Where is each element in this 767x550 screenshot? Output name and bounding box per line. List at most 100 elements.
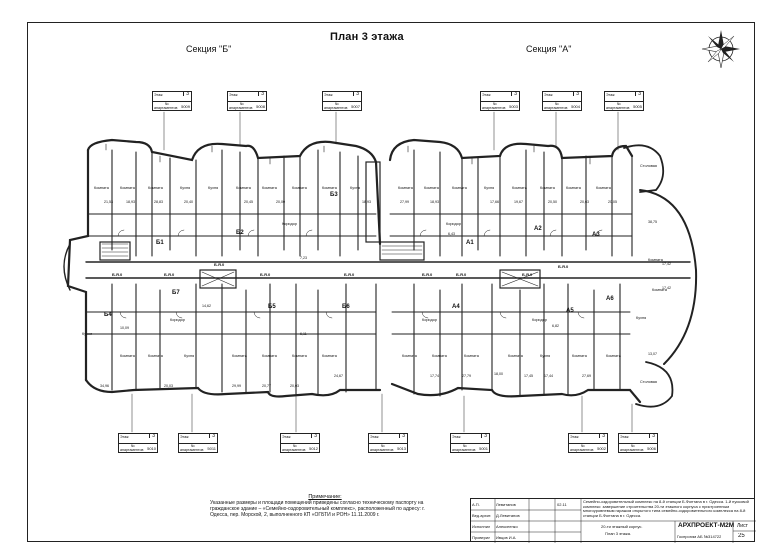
table-floor-label: Этаж bbox=[324, 93, 333, 97]
unit-label: Б6 bbox=[342, 304, 350, 310]
unit-label: А6 bbox=[606, 296, 614, 302]
shaft-label: Б.Я.0 bbox=[522, 272, 533, 277]
room-label: Комната bbox=[596, 186, 611, 190]
table-apt-number: 5011 bbox=[207, 446, 216, 451]
table-apt-label: апартаментов bbox=[452, 448, 476, 452]
table-floor-value: 3 bbox=[258, 92, 264, 97]
room-area: 20,50 bbox=[548, 200, 557, 204]
table-apt-label: апартаментов bbox=[544, 106, 568, 110]
sheet-number: 25 bbox=[738, 533, 745, 539]
room-area: 20,40 bbox=[184, 200, 193, 204]
room-label: Комната bbox=[292, 186, 307, 190]
table-floor-value: 3 bbox=[599, 434, 605, 439]
room-area: 20,63 bbox=[580, 200, 589, 204]
room-area: 29,99 bbox=[232, 384, 241, 388]
table-apt-label: апартаментов bbox=[120, 448, 144, 452]
drawing-frame bbox=[27, 22, 755, 542]
room-area: 27,79 bbox=[462, 374, 471, 378]
room-label: Столовая bbox=[640, 380, 657, 384]
unit-label: А1 bbox=[466, 240, 474, 246]
room-label: Кухня bbox=[484, 186, 495, 190]
room-area: 18,93 bbox=[126, 200, 135, 204]
table-no-label: № bbox=[631, 444, 635, 448]
unit-label: Б5 bbox=[268, 304, 276, 310]
table-no-label: № bbox=[381, 444, 385, 448]
shaft-label: Б.Я.0 bbox=[422, 272, 433, 277]
room-area: 17,66 bbox=[490, 200, 499, 204]
table-floor-label: Этаж bbox=[544, 93, 553, 97]
table-apt-label: апартаментов bbox=[282, 448, 306, 452]
room-label: Комната bbox=[148, 186, 163, 190]
table-no-label: № bbox=[131, 444, 135, 448]
section-a-label: Секция "А" bbox=[526, 44, 572, 54]
title-block-name: Алексеенко bbox=[496, 524, 518, 529]
room-area: 10,09 bbox=[120, 326, 129, 330]
license-number: Госпрогим АБ №314722 bbox=[677, 534, 722, 539]
note-text: Указанные размеры и площади помещений пр… bbox=[210, 500, 425, 518]
table-floor-value: 3 bbox=[209, 434, 215, 439]
unit-label: А5 bbox=[566, 308, 574, 314]
shaft-label: Б.Я.0 bbox=[164, 272, 175, 277]
room-label: Комната bbox=[292, 354, 307, 358]
room-label: Комната bbox=[512, 186, 527, 190]
room-label: Коридор bbox=[422, 318, 437, 322]
room-area: 6,11 bbox=[300, 332, 307, 336]
unit-label: Б1 bbox=[156, 240, 164, 246]
table-apt-label: апартаментов bbox=[229, 106, 253, 110]
room-label: Комната bbox=[262, 186, 277, 190]
table-floor-value: 3 bbox=[573, 92, 579, 97]
table-apt-number: 5003 bbox=[509, 104, 518, 109]
table-no-label: № bbox=[335, 102, 339, 106]
room-label: Комната bbox=[322, 186, 337, 190]
room-label: Комната bbox=[232, 354, 247, 358]
table-apt-number: 5009 bbox=[181, 104, 190, 109]
room-label: Комната bbox=[606, 354, 621, 358]
table-floor-label: Этаж bbox=[229, 93, 238, 97]
title-block-name: Ивцов И.А. bbox=[496, 535, 517, 540]
room-area: 21,53 bbox=[104, 200, 113, 204]
table-apt-number: 5002 bbox=[597, 446, 606, 451]
table-no-label: № bbox=[240, 102, 244, 106]
room-label: Столовая bbox=[640, 164, 657, 168]
shaft-label: Б.Я.0 bbox=[214, 262, 225, 267]
table-no-label: № bbox=[463, 444, 467, 448]
shaft-label: Б.Я.0 bbox=[456, 272, 467, 277]
room-label: Комната bbox=[120, 354, 135, 358]
room-label: Комната bbox=[432, 354, 447, 358]
table-apt-number: 5005 bbox=[633, 104, 642, 109]
sheet-label: Лист bbox=[737, 523, 748, 529]
room-area: 17,74 bbox=[430, 374, 439, 378]
table-floor-label: Этаж bbox=[606, 93, 615, 97]
room-area: 27,99 bbox=[400, 200, 409, 204]
section-b-label: Секция "Б" bbox=[186, 44, 232, 54]
table-floor-value: 3 bbox=[353, 92, 359, 97]
table-apt-number: 5012 bbox=[309, 446, 318, 451]
room-label: Кухня bbox=[180, 186, 191, 190]
table-no-label: № bbox=[493, 102, 497, 106]
unit-label: Б2 bbox=[236, 230, 244, 236]
table-apt-label: апартаментов bbox=[570, 448, 594, 452]
room-label: Коридор bbox=[170, 318, 185, 322]
room-area: 14,62 bbox=[202, 304, 211, 308]
table-no-label: № bbox=[555, 102, 559, 106]
table-apt-label: апартаментов bbox=[370, 448, 394, 452]
table-apt-number: 5007 bbox=[351, 104, 360, 109]
table-apt-number: 5013 bbox=[397, 446, 406, 451]
table-apt-number: 5004 bbox=[571, 104, 580, 109]
room-label: Кухня bbox=[208, 186, 219, 190]
shaft-label: Б.Я.0 bbox=[558, 264, 569, 269]
title-block-role: А.П. bbox=[472, 502, 480, 507]
room-label: Комната bbox=[540, 186, 555, 190]
room-area: 20,45 bbox=[244, 200, 253, 204]
table-no-label: № bbox=[293, 444, 297, 448]
shaft-label: Б.Я.0 bbox=[260, 272, 271, 277]
room-area: 24,67 bbox=[334, 374, 343, 378]
room-label: Кухня bbox=[540, 354, 551, 358]
room-label: Комната bbox=[464, 354, 479, 358]
